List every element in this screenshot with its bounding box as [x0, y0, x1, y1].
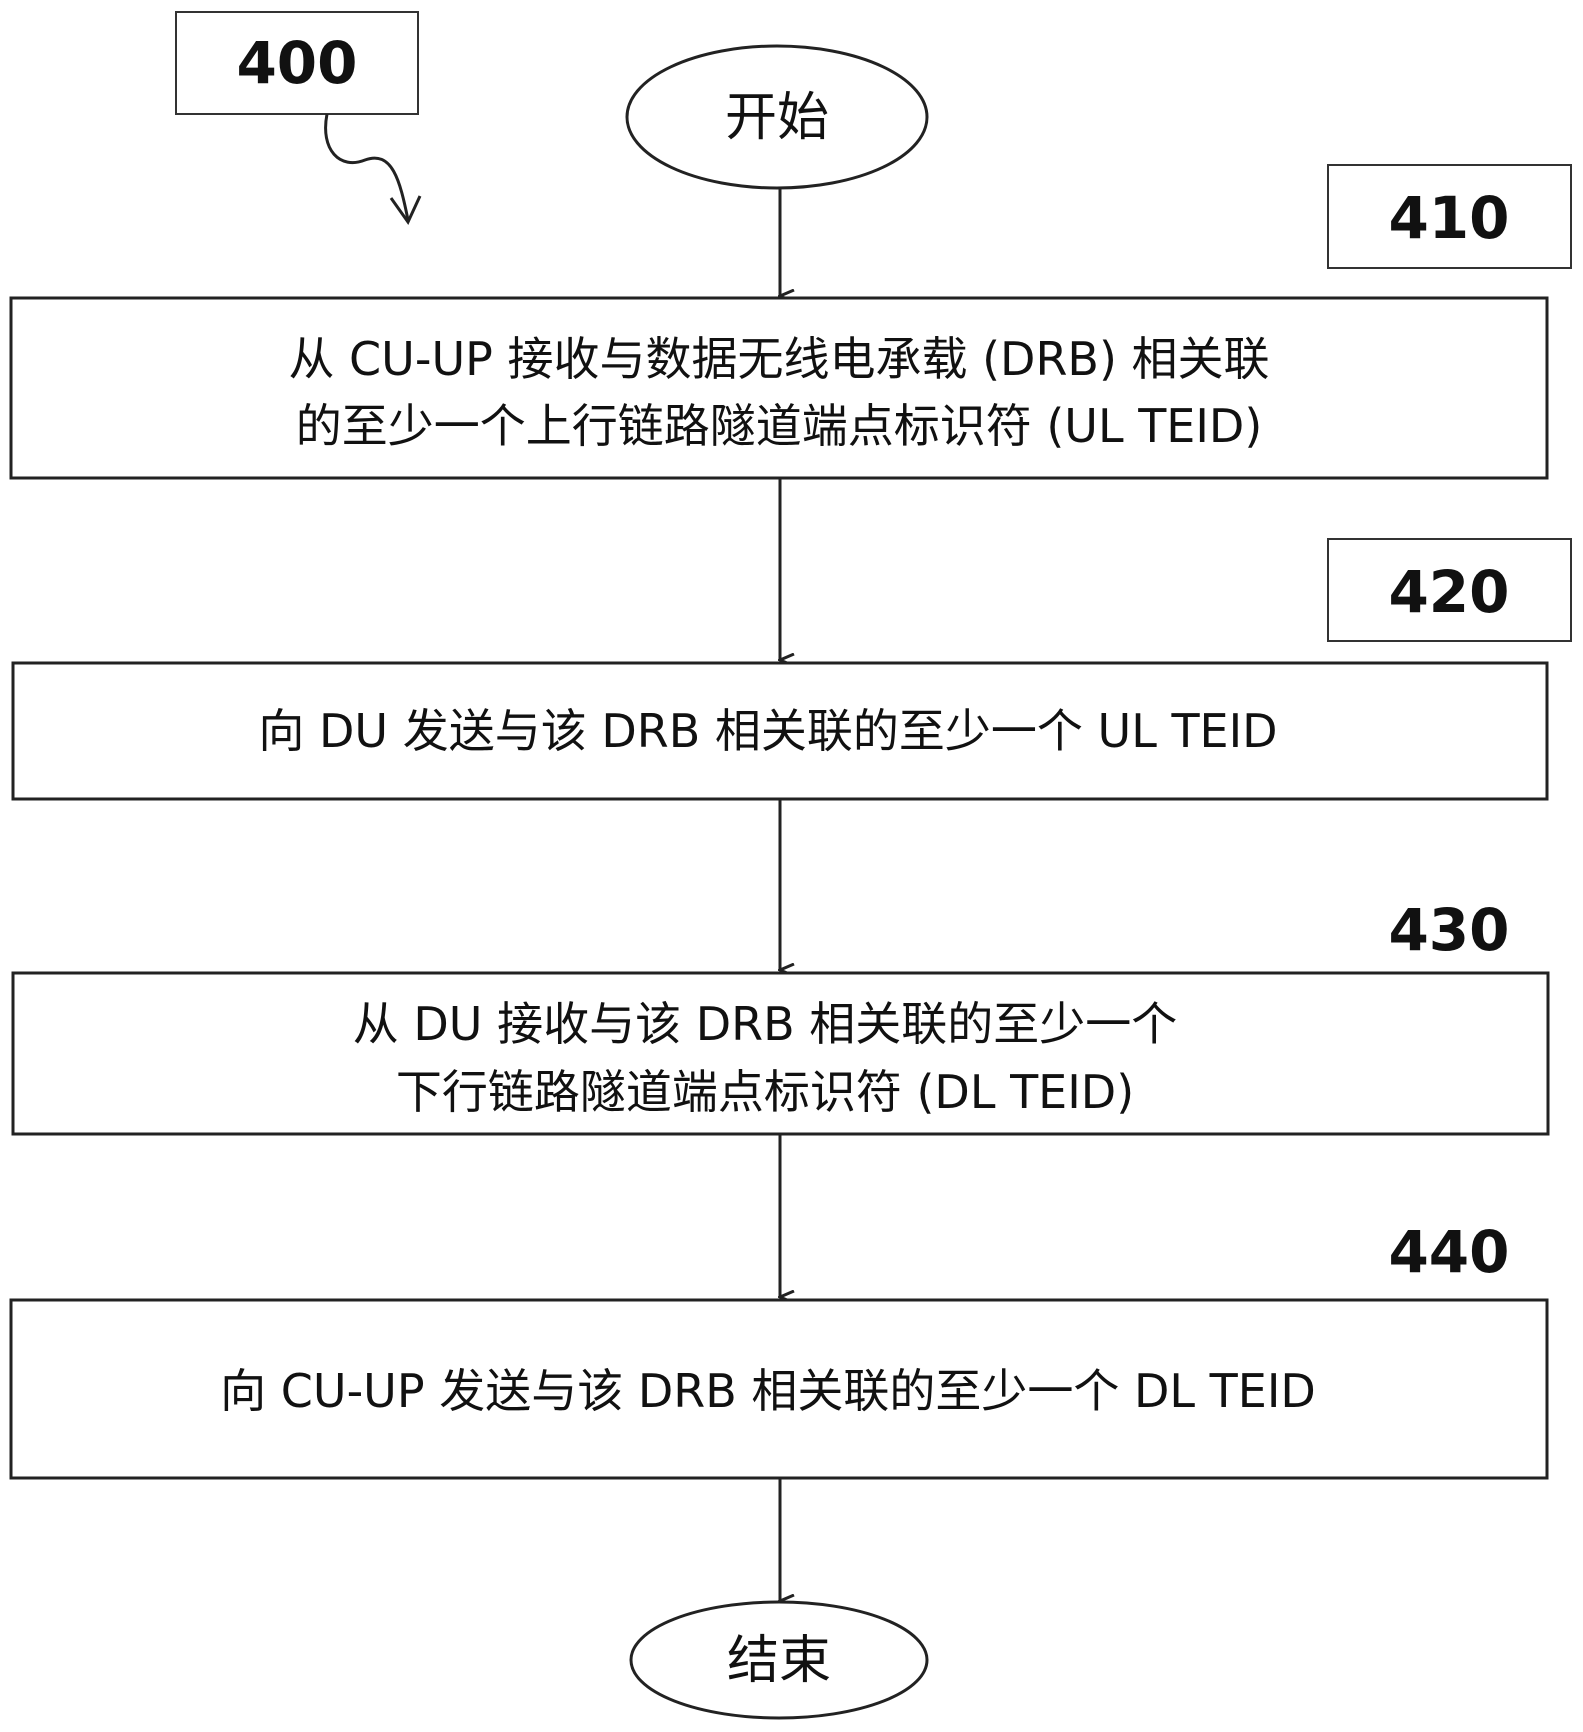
step-420-ref: 420	[1388, 558, 1509, 626]
step-410-ref: 410	[1388, 184, 1509, 252]
start-terminal: 开始	[625, 44, 929, 190]
step-410-ref-box	[1327, 164, 1572, 269]
figure-ref-label: 400	[236, 29, 357, 97]
step-440-box	[9, 1298, 1549, 1480]
step-430-ref: 430	[1388, 896, 1509, 964]
step-410: 410 从 CU-UP 接收与数据无线电承载 (DRB) 相关联 的至少一个上行…	[9, 164, 1572, 480]
start-label: 开始	[725, 88, 829, 148]
end-oval	[629, 1600, 929, 1720]
step-420-box	[11, 661, 1549, 801]
end-label: 结束	[727, 1631, 831, 1691]
end-terminal: 结束	[629, 1600, 929, 1720]
step-410-line-2: 的至少一个上行链路隧道端点标识符 (UL TEID)	[296, 399, 1263, 453]
step-410-box	[9, 296, 1549, 480]
step-430-line-1: 从 DU 接收与该 DRB 相关联的至少一个	[353, 997, 1178, 1051]
step-420-ref-box	[1327, 538, 1572, 642]
step-410-line-1: 从 CU-UP 接收与数据无线电承载 (DRB) 相关联	[288, 332, 1269, 386]
figure-ref-pointer-head	[389, 195, 422, 225]
figure-ref-400: 400	[175, 11, 422, 225]
step-430-box	[11, 971, 1550, 1136]
step-430-line-2: 下行链路隧道端点标识符 (DL TEID)	[396, 1065, 1134, 1119]
figure-ref-pointer	[324, 113, 410, 221]
figure-ref-box	[175, 11, 419, 115]
start-oval	[625, 44, 929, 190]
step-440: 440 向 CU-UP 发送与该 DRB 相关联的至少一个 DL TEID	[9, 1218, 1549, 1480]
step-420: 420 向 DU 发送与该 DRB 相关联的至少一个 UL TEID	[11, 538, 1572, 801]
step-420-line-1: 向 DU 发送与该 DRB 相关联的至少一个 UL TEID	[258, 704, 1277, 758]
step-440-line-1: 向 CU-UP 发送与该 DRB 相关联的至少一个 DL TEID	[220, 1364, 1316, 1418]
step-430: 430 从 DU 接收与该 DRB 相关联的至少一个 下行链路隧道端点标识符 (…	[11, 896, 1550, 1136]
step-440-ref: 440	[1388, 1218, 1509, 1286]
